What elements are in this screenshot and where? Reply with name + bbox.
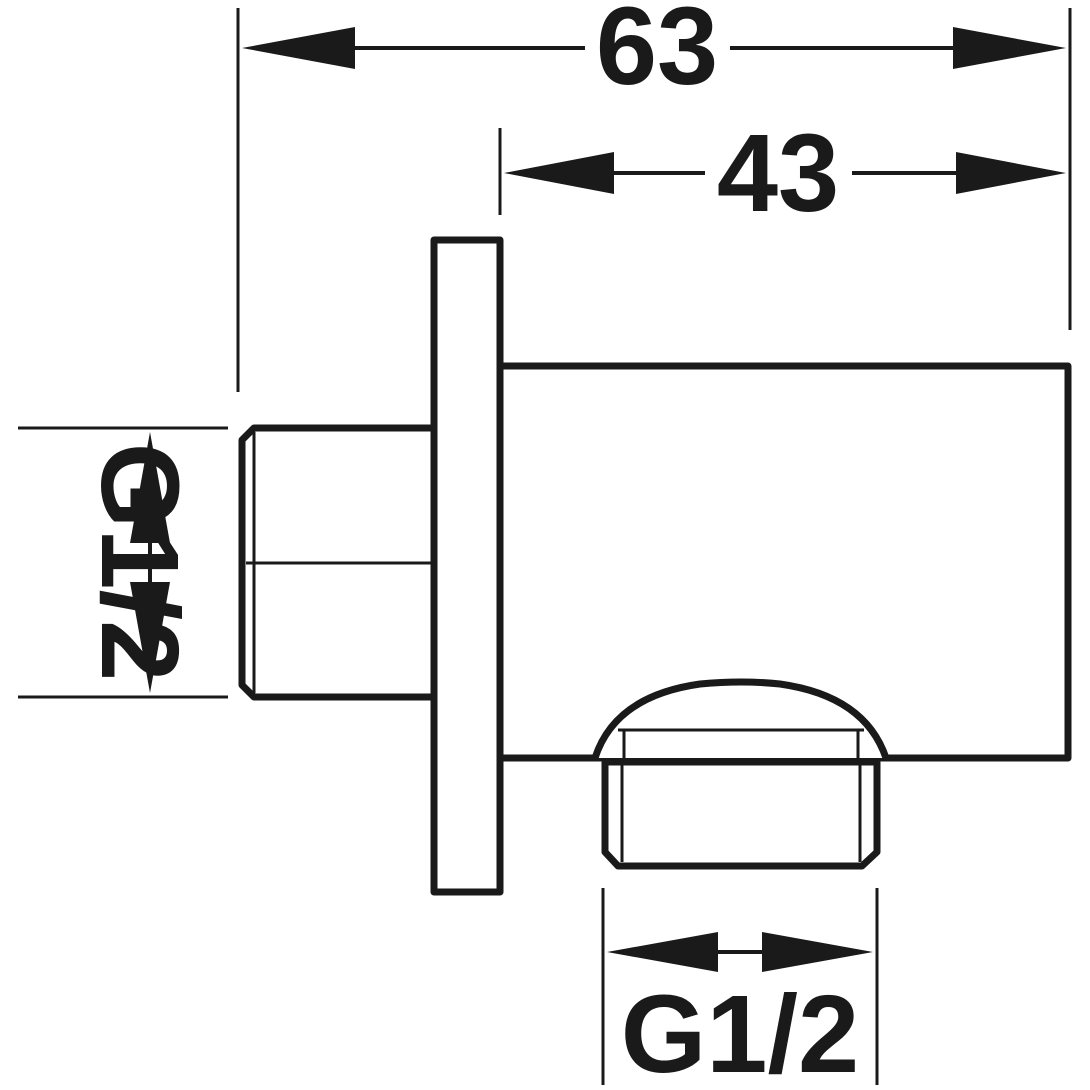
dim-label-overall: 63	[596, 0, 718, 108]
dimension-overall: 63	[242, 0, 1066, 108]
extension-lines	[18, 8, 1072, 1085]
dimension-outlet: 43	[504, 112, 1066, 235]
part-outline	[238, 236, 1072, 896]
outlet-dome	[591, 678, 890, 760]
arrow-outlet-thread-right	[762, 932, 873, 972]
dim-label-outlet: 43	[717, 112, 839, 235]
arrow-overall-right	[953, 27, 1066, 69]
dim-label-inlet-thread: G1/2	[78, 443, 201, 681]
wall-flange	[430, 236, 504, 896]
outlet-nipple	[601, 758, 881, 870]
arrow-inlet-top	[130, 432, 170, 543]
dimension-inlet-thread: G1/2	[78, 432, 201, 693]
arrow-inlet-bottom	[130, 582, 170, 693]
arrow-outlet-thread-left	[607, 932, 718, 972]
dim-label-outlet-thread: G1/2	[621, 973, 859, 1090]
dimension-outlet-thread: G1/2	[607, 932, 873, 1090]
arrow-outlet-right	[956, 152, 1066, 194]
arrow-overall-left	[242, 27, 355, 69]
arrow-outlet-left	[504, 152, 614, 194]
